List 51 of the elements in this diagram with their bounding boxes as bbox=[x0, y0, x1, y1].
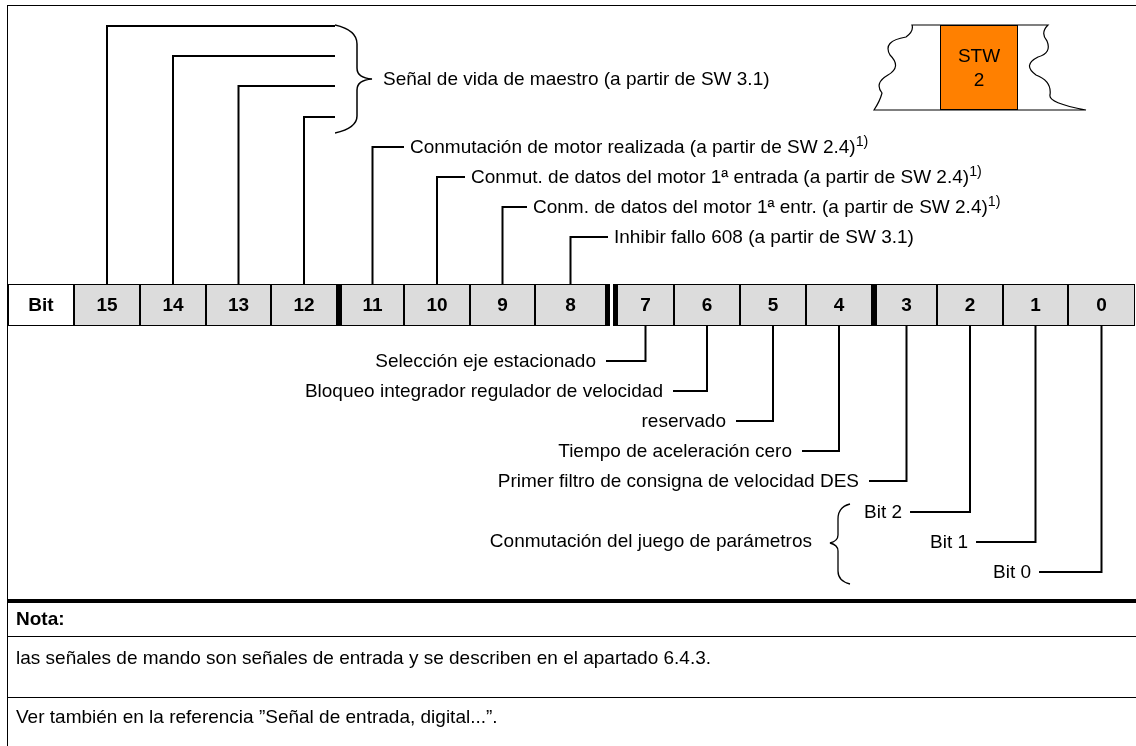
note-text: Ver también en la referencia ”Señal de entrada, digital...”. bbox=[16, 705, 499, 729]
leader-line bbox=[975, 325, 1037, 543]
bit-cell: 10 bbox=[404, 284, 470, 326]
bit-cell: 8 bbox=[535, 284, 606, 326]
leader-line bbox=[735, 325, 774, 422]
leader-line bbox=[237, 85, 336, 285]
leader-line bbox=[909, 325, 971, 513]
signal-label: Bit 1 bbox=[922, 530, 977, 554]
leader-line bbox=[303, 116, 336, 285]
leader-line bbox=[1038, 325, 1103, 573]
leader-line bbox=[371, 146, 405, 285]
bit-cell: 4 bbox=[806, 284, 872, 326]
leader-line bbox=[172, 55, 336, 285]
register-box: STW 2 bbox=[940, 25, 1018, 110]
bit-cell: 0 bbox=[1068, 284, 1135, 326]
signal-label: Tiempo de aceleración cero bbox=[548, 439, 802, 463]
signal-label: Señal de vida de maestro (a partir de SW 3.1) bbox=[335, 24, 770, 134]
signal-label: Conm. de datos del motor 1ª entr. (a partir de SW 2.4)$^{1)}$ bbox=[527, 195, 1007, 219]
leader-line bbox=[801, 325, 840, 452]
bit-cell: 3 bbox=[876, 284, 937, 326]
bit-cell: 2 bbox=[937, 284, 1003, 326]
bit-cell: 12 bbox=[271, 284, 337, 326]
leader-line bbox=[106, 25, 336, 285]
signal-label: Conmut. de datos del motor 1ª entrada (a partir de SW 2.4)$^{1)}$ bbox=[465, 165, 988, 189]
note-text: las señales de mando son señales de entrada y se describen en el apartado 6.4.3. bbox=[16, 646, 713, 670]
bit-cell: 11 bbox=[341, 284, 404, 326]
leader-line bbox=[605, 325, 647, 362]
signal-label: Inhibir fallo 608 (a partir de SW 3.1) bbox=[608, 225, 920, 249]
signal-label: Bit 0 bbox=[985, 560, 1040, 584]
signal-label: Bit 2 bbox=[856, 500, 911, 524]
signal-label: Conmutación del juego de parámetros bbox=[479, 529, 822, 553]
bit-cell: 13 bbox=[206, 284, 271, 326]
leader-line bbox=[672, 325, 708, 392]
leader-line bbox=[501, 206, 528, 285]
signal-label: Selección eje estacionado bbox=[365, 349, 606, 373]
bit-cell: 14 bbox=[140, 284, 206, 326]
leader-line bbox=[868, 325, 908, 482]
leader-line bbox=[436, 176, 466, 285]
bit-cell: 9 bbox=[470, 284, 535, 326]
signal-label: reservado bbox=[631, 409, 736, 433]
bit-cell: 7 bbox=[617, 284, 674, 326]
note-heading: Nota: bbox=[16, 607, 65, 631]
header-cell: Bit bbox=[8, 284, 74, 326]
signal-label: Primer filtro de consigna de velocidad DES bbox=[487, 469, 869, 493]
bit-cell: 15 bbox=[74, 284, 140, 326]
leader-line bbox=[569, 236, 609, 285]
bit-cell: 6 bbox=[674, 284, 740, 326]
bit-cell: 5 bbox=[740, 284, 806, 326]
bit-cell: 1 bbox=[1003, 284, 1068, 326]
signal-label: Bloqueo integrador regulador de velocidad bbox=[294, 379, 673, 403]
signal-label: Conmutación de motor realizada (a partir de SW 2.4)$^{1)}$ bbox=[404, 135, 875, 159]
